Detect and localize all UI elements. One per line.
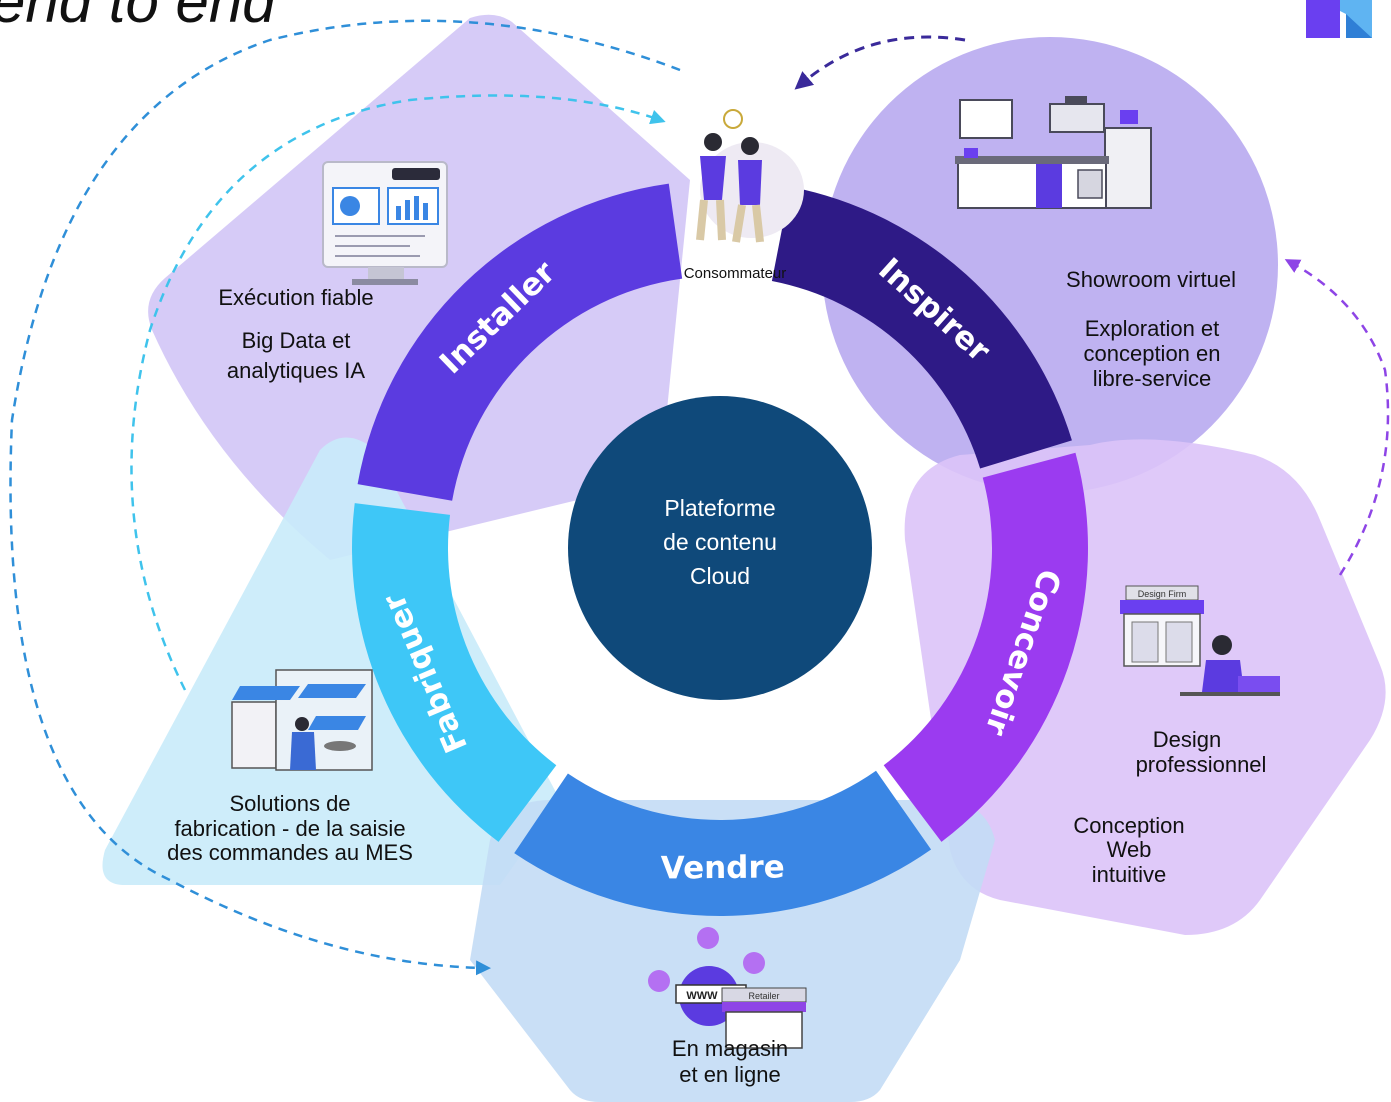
installer-text-2: Big Data et <box>242 328 351 353</box>
ring-label-vendre: Vendre <box>661 849 785 886</box>
ring-segment-vendre <box>514 770 932 916</box>
vendre-text-1: En magasin <box>672 1036 788 1061</box>
concevoir-text-3: Conception <box>1073 813 1184 838</box>
design-firm-illustration: Design Firm <box>1120 585 1280 696</box>
concevoir-text-1: Design <box>1153 727 1221 752</box>
consumer-illustration <box>696 109 804 243</box>
www-label: WWW <box>686 990 718 1002</box>
ring-segment-concevoir <box>883 452 1088 842</box>
page-title: end to end <box>0 0 277 35</box>
concevoir-text-5: intuitive <box>1092 862 1167 887</box>
concevoir-loop-arrow <box>1284 259 1390 576</box>
inspirer-text-4: libre-service <box>1093 366 1212 391</box>
fabriquer-text-2: fabrication - de la saisie <box>174 816 405 841</box>
consumer-label: Consommateur <box>684 265 787 282</box>
concevoir-text-2: professionnel <box>1136 752 1267 777</box>
retailer-sign: Retailer <box>748 991 779 1001</box>
loop-arrow-inner <box>130 94 666 691</box>
inspirer-text-1: Showroom virtuel <box>1066 267 1236 292</box>
design-firm-sign: Design Firm <box>1138 589 1187 599</box>
retail-illustration: WWW Retailer <box>648 927 807 1049</box>
ring-segment-installer <box>357 183 683 501</box>
installer-text-3: analytiques IA <box>227 358 366 383</box>
ring-segment-fabriquer <box>352 503 557 842</box>
dashboard-illustration <box>322 161 448 285</box>
center-line-2: de contenu <box>663 529 777 555</box>
ring-segment-inspirer <box>771 186 1072 469</box>
kitchen-illustration <box>955 96 1152 209</box>
inspirer-text-2: Exploration et <box>1085 316 1220 341</box>
consumer-return-arrow <box>794 35 966 90</box>
factory-illustration <box>231 669 373 771</box>
loop-arrow-outer <box>9 19 681 976</box>
installer-panel-shape <box>148 14 691 561</box>
inspirer-text-3: conception en <box>1084 341 1221 366</box>
fabriquer-text-3: des commandes au MES <box>167 840 413 865</box>
center-line-1: Plateforme <box>664 495 775 521</box>
concevoir-text-4: Web <box>1107 837 1152 862</box>
brand-logo <box>1306 0 1372 38</box>
vendre-text-2: et en ligne <box>679 1062 781 1087</box>
center-line-3: Cloud <box>690 563 750 589</box>
center-circle <box>568 396 872 700</box>
fabriquer-text-1: Solutions de <box>229 791 350 816</box>
installer-text-1: Exécution fiable <box>218 285 373 310</box>
